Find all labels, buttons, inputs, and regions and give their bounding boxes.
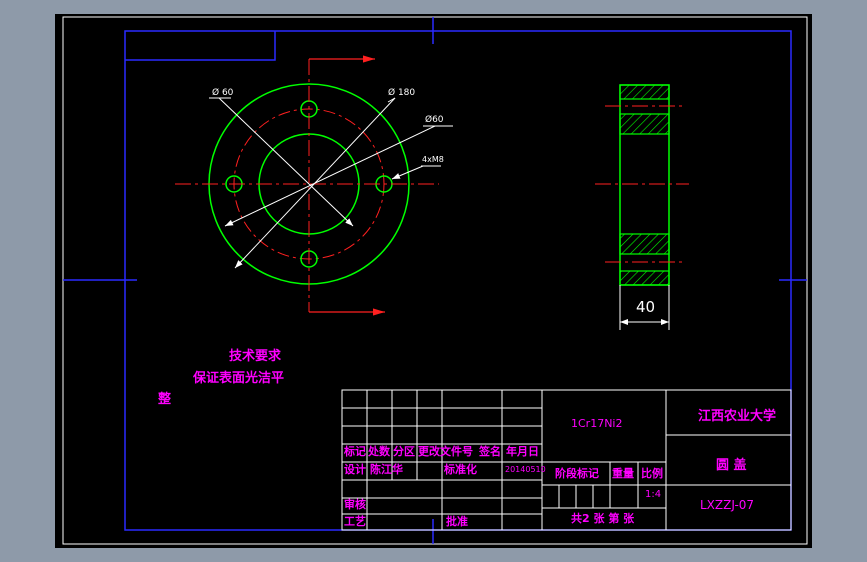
- tech-req-line1: 保证表面光洁平: [193, 371, 285, 386]
- scale-value: 1:4: [645, 489, 662, 500]
- hatch-lower: [619, 233, 670, 255]
- university-name: 江西农业大学: [698, 409, 777, 424]
- rev-col-zone: 分区: [393, 445, 415, 458]
- review-label: 审核: [344, 498, 366, 511]
- reverse-label-box: [125, 31, 276, 61]
- process-label: 工艺: [344, 515, 366, 528]
- stage-label: 阶段标记: [555, 467, 599, 480]
- leader-holes: [391, 165, 424, 180]
- standardize-label: 标准化: [444, 463, 477, 476]
- dim-holes: 4xM8: [422, 155, 444, 164]
- designer-name: 陈江华: [370, 463, 403, 476]
- front-view: [175, 55, 453, 316]
- rev-col-doc: 更改文件号: [418, 445, 473, 458]
- rev-col-mark: 标记: [344, 445, 366, 458]
- cad-drawing: [62, 16, 808, 545]
- sheet-outer-border: [62, 16, 808, 545]
- dim-dia-mid: Ø60: [425, 115, 444, 125]
- scale-label: 比例: [641, 467, 663, 480]
- tech-req-line2: 整: [158, 392, 172, 407]
- drawing-sheet: Ø 60 Ø 180 Ø60 4xM8 40 技术要求 保证表面光洁平 整 1C…: [55, 14, 812, 548]
- design-label: 设计: [344, 463, 366, 476]
- weight-label: 重量: [612, 467, 634, 480]
- hatch-upper: [619, 113, 670, 135]
- rev-col-date: 年月日: [506, 445, 539, 458]
- tech-req-title: 技术要求: [229, 349, 282, 364]
- drawing-number: LXZZJ-07: [700, 498, 755, 512]
- approve-label: 批准: [446, 515, 468, 528]
- leader-dia-60: [218, 97, 354, 227]
- side-view: [595, 84, 689, 330]
- rev-col-count: 处数: [368, 445, 390, 458]
- dim-dia-small-hole: Ø 60: [212, 88, 234, 98]
- hatch-top: [619, 84, 670, 100]
- part-name: 圆 盖: [716, 458, 747, 473]
- design-date: 20140510: [505, 465, 546, 474]
- leader-dia-180-head: [387, 97, 396, 103]
- sheet-count: 共2 张 第 张: [571, 512, 635, 525]
- dim-thickness: 40: [636, 298, 656, 316]
- rev-col-sign: 签名: [479, 445, 501, 458]
- title-block-grid: [341, 389, 792, 531]
- leader-dia-mid: [224, 125, 436, 227]
- dim-dia-outer: Ø 180: [388, 88, 416, 98]
- material: 1Cr17Ni2: [571, 417, 623, 430]
- hatch-bottom: [619, 270, 670, 286]
